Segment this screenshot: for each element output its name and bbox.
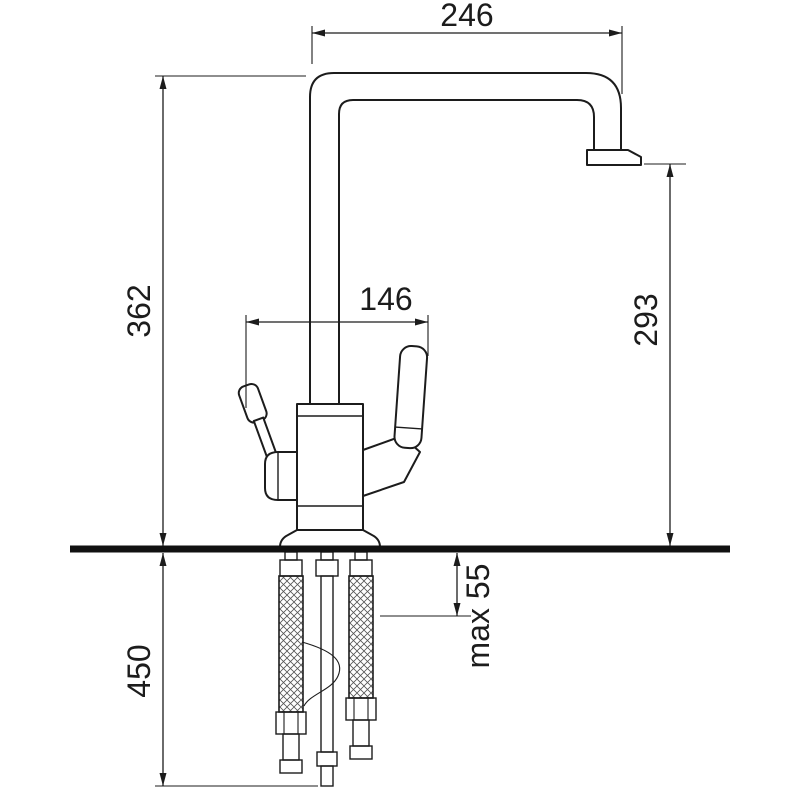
hose-curve-line: [301, 641, 341, 707]
spout: [309, 72, 622, 405]
mounting-stud: [301, 575, 341, 787]
hose-end-tube-left: [282, 733, 300, 761]
hose-end-fitting-right: [349, 745, 373, 760]
hose-connectors: [279, 551, 373, 577]
braided-section-left: [278, 575, 304, 713]
hose-nut-left: [275, 711, 307, 735]
supply-hose-left: [275, 575, 307, 774]
hose-length-label: 450: [121, 644, 157, 697]
spout-reach-label: 246: [440, 0, 493, 33]
overall-height-label: 362: [121, 284, 157, 337]
dimension-spout-height: 293: [628, 163, 686, 546]
faucet: [237, 72, 642, 550]
right-handle: [393, 345, 429, 450]
faucet-body: [296, 403, 364, 531]
hose-end-tube-right: [352, 719, 370, 747]
braided-section-right: [348, 575, 374, 699]
connector-nut-left: [279, 559, 303, 577]
dimension-hose-length: 450: [121, 553, 318, 787]
dimension-handle-span: 146: [245, 281, 429, 408]
left-handle-boss: [264, 451, 298, 501]
connector-neck-left: [284, 551, 298, 561]
connector-neck-middle: [320, 551, 334, 561]
stud-tip: [320, 765, 334, 787]
dimension-spout-reach: 246: [311, 0, 623, 94]
stud-rod: [320, 575, 334, 753]
max-counter-thickness-label: max 55: [460, 564, 496, 669]
supply-hose-right: [345, 575, 377, 760]
right-handle-joint-line: [395, 426, 423, 430]
hose-nut-right: [345, 697, 377, 721]
connector-neck-right: [354, 551, 368, 561]
dimension-overall-height: 362: [121, 75, 306, 546]
under-counter-assembly: [275, 551, 377, 787]
dimension-max-counter-thickness: max 55: [380, 553, 496, 668]
connector-nut-middle: [315, 559, 339, 577]
stud-fitting: [316, 751, 338, 767]
spout-tip: [586, 149, 642, 166]
handle-span-label: 146: [359, 281, 412, 317]
connector-nut-right: [349, 559, 373, 577]
right-handle-lever: [393, 345, 429, 450]
spout-height-label: 293: [628, 293, 664, 346]
hose-end-fitting-left: [279, 759, 303, 774]
